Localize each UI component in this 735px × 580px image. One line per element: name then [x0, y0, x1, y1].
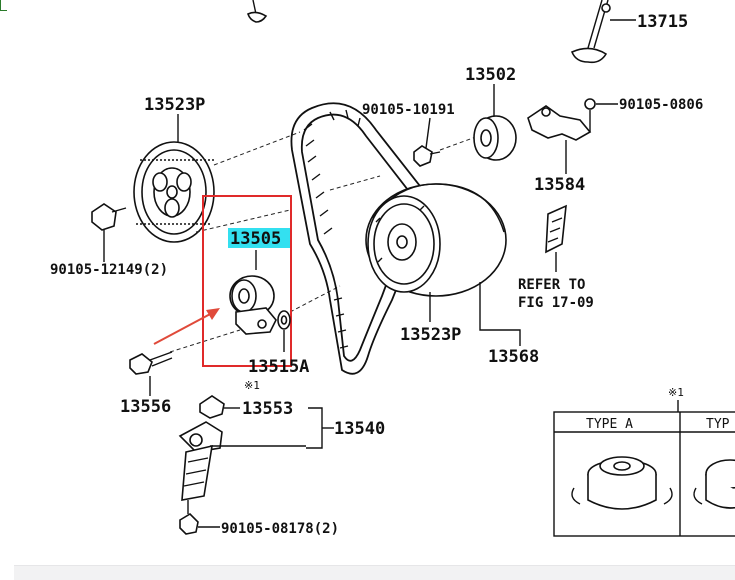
note-mark-1: ※1: [244, 379, 260, 392]
pointer-arrow: [153, 308, 220, 345]
lifter-assembly: [178, 421, 306, 501]
label-90105-12149: 90105-12149(2): [50, 262, 168, 278]
bolt-90105-08178: [179, 500, 220, 535]
bolt-90105-10191: [413, 145, 441, 167]
washer-13515a: [277, 310, 291, 352]
bolt-90105-12149: [91, 203, 127, 262]
highlight-frame: [202, 195, 292, 367]
label-13515a: 13515A: [248, 357, 309, 377]
type-a-part-drawing: [571, 456, 673, 510]
highlight-13505: [228, 228, 292, 248]
timing-belt: [290, 102, 429, 375]
label-13523p-bottom: 13523P: [400, 325, 461, 345]
small-valve-top-left: [247, 0, 268, 23]
label-90105-08178: 90105-08178(2): [221, 521, 339, 537]
label-90105-10191: 90105-10191: [362, 102, 455, 118]
note-mark-2: ※1: [668, 386, 684, 399]
label-fig-17-09: FIG 17-09: [518, 295, 594, 311]
type-b-part-drawing: [693, 459, 735, 509]
label-13556: 13556: [120, 397, 171, 417]
type-a-label: TYPE A: [586, 417, 633, 432]
bolt-13556: [129, 351, 173, 396]
valve-13715: [570, 0, 636, 64]
label-13568: 13568: [488, 347, 539, 367]
bolt-90105-0806: [584, 98, 618, 132]
part-13553: [199, 395, 240, 419]
label-13540: 13540: [334, 419, 385, 439]
belt-guide-shape: [545, 204, 567, 272]
corner-mark: [0, 0, 7, 11]
label-13715: 13715: [637, 12, 688, 32]
label-13502: 13502: [465, 65, 516, 85]
camshaft-pulley-left: [133, 141, 215, 243]
bottom-bar: [14, 565, 735, 580]
label-13523p-top: 13523P: [144, 95, 205, 115]
label-90105-0806: 90105-0806: [619, 97, 703, 113]
label-13584: 13584: [534, 175, 585, 195]
pulley-13523p-bottom: [365, 183, 507, 297]
bracket-13584: [527, 105, 592, 174]
label-13553: 13553: [242, 399, 293, 419]
idler-13502: [473, 115, 517, 161]
label-refer-to: REFER TO: [518, 277, 585, 293]
type-b-label: TYP: [706, 417, 730, 432]
label-13505[interactable]: 13505: [230, 229, 281, 249]
tensioner-13505: [229, 275, 277, 335]
